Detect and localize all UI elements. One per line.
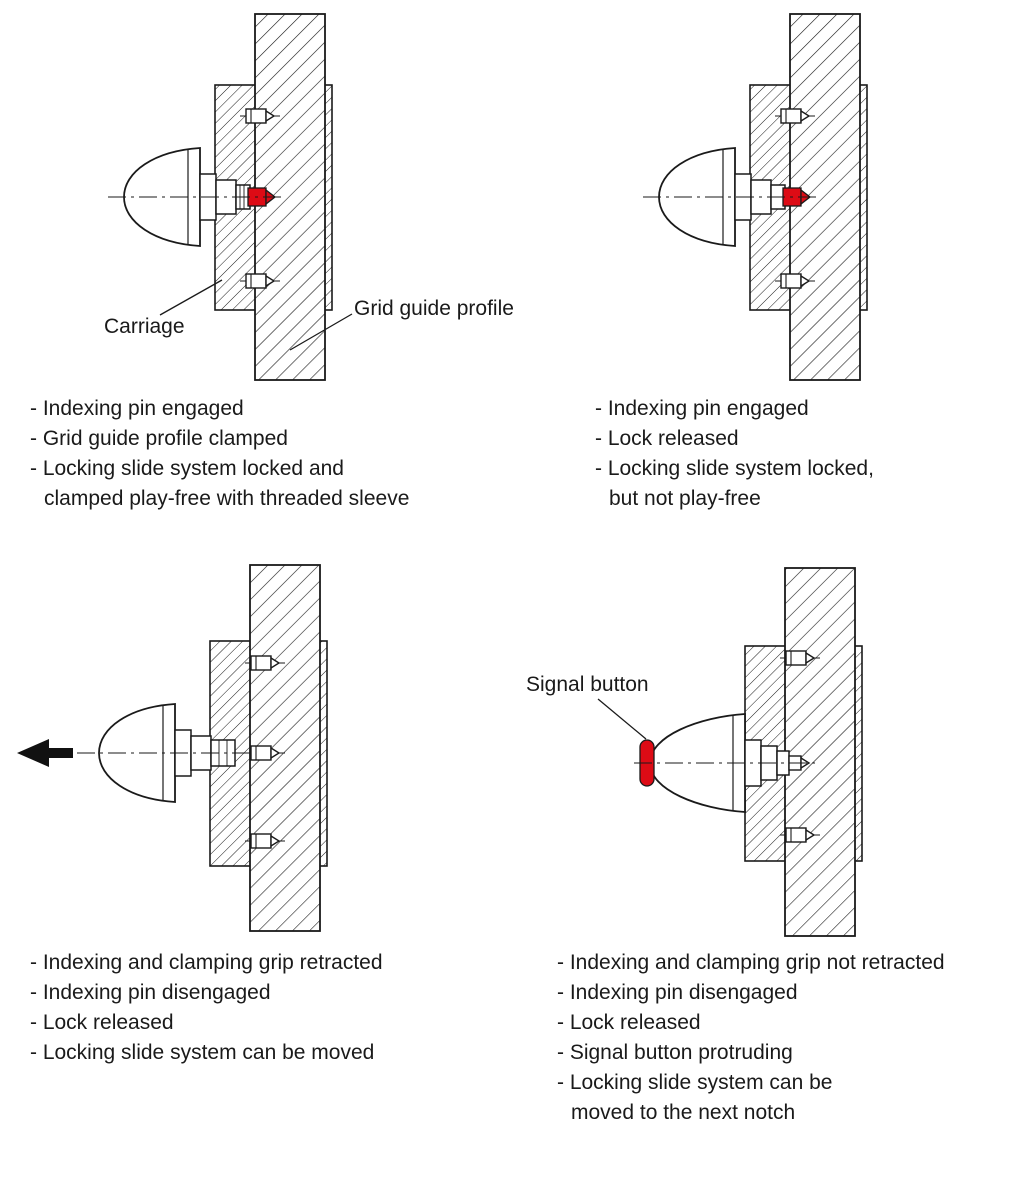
clamping-grip-knob (98, 703, 236, 803)
bullet: - Grid guide profile clamped (30, 427, 288, 450)
signal-button-leader-line (597, 698, 647, 740)
bullet: - Indexing pin engaged (30, 397, 244, 420)
bullet: - Locking slide system locked, but not p… (595, 457, 874, 510)
signal-button-label: Signal button (526, 673, 649, 696)
bullet: - Indexing and clamping grip not retract… (557, 951, 945, 974)
mechanism-drawing-retracted (17, 564, 328, 932)
figure-locked-clamped: Carriage Grid guide profile (100, 12, 545, 387)
bullet: - Indexing pin disengaged (557, 981, 798, 1004)
bullet: - Locking slide system locked and clampe… (30, 457, 410, 510)
bullet-list-top-right: - Indexing pin engaged - Lock released -… (595, 394, 995, 514)
bullet: - Lock released (557, 1011, 701, 1034)
figure-grip-retracted (15, 563, 445, 935)
profile-leader-line (289, 313, 353, 351)
bullet-list-bottom-right: - Indexing and clamping grip not retract… (557, 948, 1022, 1128)
pull-direction-arrow-icon (17, 739, 73, 767)
grid-guide-profile-bar (254, 13, 326, 381)
grid-guide-profile-bar (784, 567, 856, 937)
bullet: - Lock released (30, 1011, 174, 1034)
carriage-label: Carriage (104, 315, 185, 338)
bullet: - Indexing and clamping grip retracted (30, 951, 383, 974)
bullet: - Lock released (595, 427, 739, 450)
grid-guide-profile-label: Grid guide profile (354, 297, 514, 320)
mechanism-drawing-locked-clamped (108, 13, 353, 381)
bullet: - Indexing pin disengaged (30, 981, 271, 1004)
figure-locked-released (635, 12, 935, 387)
bullet: - Indexing pin engaged (595, 397, 809, 420)
bullet: - Locking slide system can be moved (30, 1041, 375, 1064)
figure-signal-button: Signal button (520, 563, 945, 941)
carriage-leader-line (159, 279, 223, 316)
bullet-list-top-left: - Indexing pin engaged - Grid guide prof… (30, 394, 530, 514)
mechanism-drawing-locked-released (643, 13, 868, 381)
bullet: - Locking slide system can be moved to t… (557, 1071, 833, 1124)
bullet-list-bottom-left: - Indexing and clamping grip retracted -… (30, 948, 510, 1068)
mechanism-drawing-signal (597, 567, 863, 937)
bullet: - Signal button protruding (557, 1041, 793, 1064)
grid-guide-profile-bar (789, 13, 861, 381)
